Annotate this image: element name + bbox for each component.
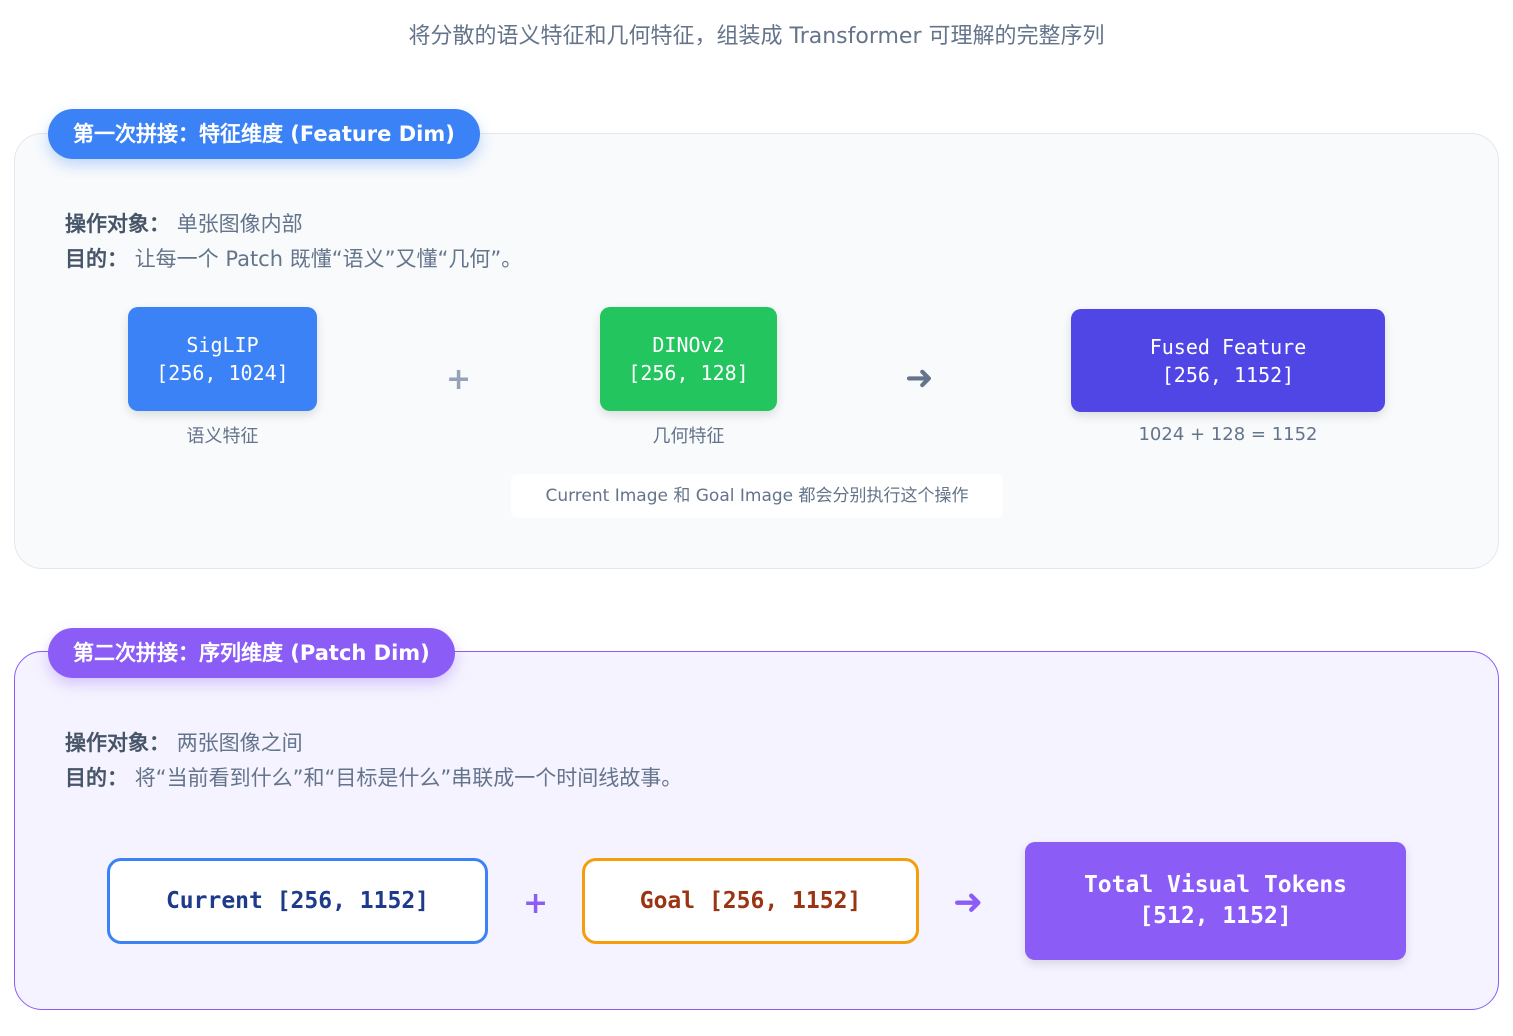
purpose-value: 将“当前看到什么”和“目标是什么”串联成一个时间线故事。 bbox=[134, 766, 683, 790]
target-value: 两张图像之间 bbox=[176, 731, 303, 755]
feature-dim-title: 第一次拼接：特征维度 (Feature Dim) bbox=[48, 109, 480, 159]
siglip-name: SigLIP bbox=[186, 333, 259, 357]
target-value: 单张图像内部 bbox=[176, 212, 303, 236]
dinov2-shape: [256, 128] bbox=[628, 361, 749, 385]
target-label: 操作对象： bbox=[65, 731, 170, 755]
goal-box: Goal [256, 1152] bbox=[582, 858, 919, 944]
total-visual-tokens-box: Total Visual Tokens [512, 1152] bbox=[1025, 842, 1406, 960]
target-label: 操作对象： bbox=[65, 212, 170, 236]
arrow-right-icon: ➜ bbox=[953, 882, 984, 923]
dinov2-caption: 几何特征 bbox=[652, 426, 725, 447]
dinov2-box: DINOv2 [256, 128] bbox=[600, 307, 777, 411]
purpose-label: 目的： bbox=[65, 247, 128, 271]
current-box: Current [256, 1152] bbox=[107, 858, 488, 944]
siglip-shape: [256, 1024] bbox=[156, 361, 289, 385]
purpose-label: 目的： bbox=[65, 766, 128, 790]
plus-icon: + bbox=[446, 362, 472, 397]
fused-feature-box: Fused Feature [256, 1152] bbox=[1071, 309, 1385, 412]
siglip-caption: 语义特征 bbox=[186, 426, 259, 447]
patch-dim-info: 操作对象： 两张图像之间 目的： 将“当前看到什么”和“目标是什么”串联成一个时… bbox=[65, 726, 682, 796]
feature-dim-info: 操作对象： 单张图像内部 目的： 让每一个 Patch 既懂“语义”又懂“几何”… bbox=[65, 207, 522, 277]
siglip-box: SigLIP [256, 1024] bbox=[128, 307, 317, 411]
fused-shape: [256, 1152] bbox=[1161, 362, 1295, 387]
arrow-right-icon: ➜ bbox=[905, 358, 934, 398]
fused-name: Fused Feature bbox=[1149, 334, 1307, 359]
diagram-subtitle: 将分散的语义特征和几何特征，组装成 Transformer 可理解的完整序列 bbox=[408, 24, 1105, 49]
fused-caption: 1024 + 128 = 1152 bbox=[1138, 424, 1318, 445]
note: Current Image 和 Goal Image 都会分别执行这个操作 bbox=[511, 474, 1003, 518]
total-shape: [512, 1152] bbox=[1139, 903, 1292, 929]
plus-icon: + bbox=[523, 886, 549, 921]
patch-dim-title: 第二次拼接：序列维度 (Patch Dim) bbox=[48, 628, 455, 678]
total-name: Total Visual Tokens bbox=[1083, 872, 1348, 898]
purpose-value: 让每一个 Patch 既懂“语义”又懂“几何”。 bbox=[134, 247, 523, 271]
dinov2-name: DINOv2 bbox=[652, 333, 725, 357]
